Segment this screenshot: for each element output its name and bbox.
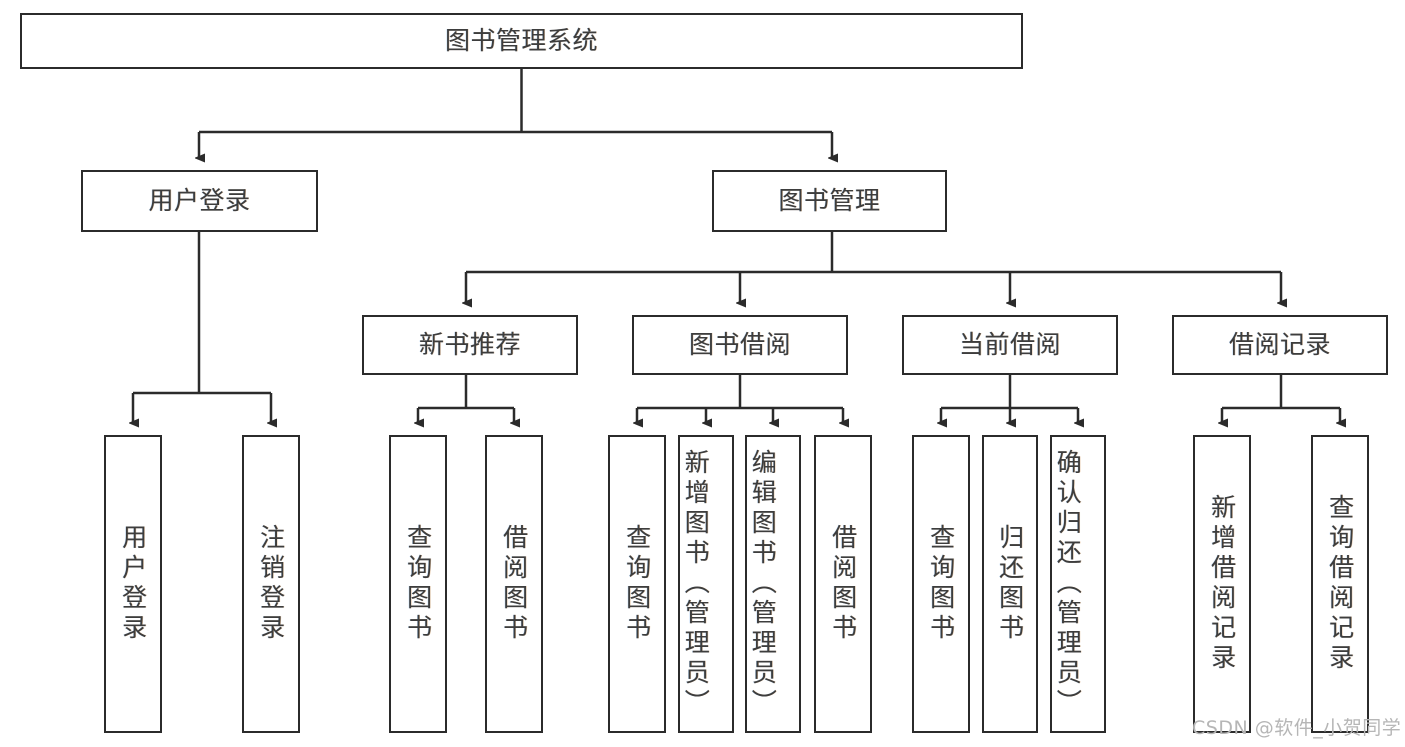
- node-label: 图书管理系统: [444, 26, 598, 56]
- leaf-add-borrow-record[interactable]: 新增借阅记录: [1193, 435, 1251, 733]
- node-label: 借阅图书: [499, 524, 529, 644]
- node-label: 查询图书: [403, 524, 433, 644]
- node-label: 编辑图书（管理员）: [748, 449, 778, 719]
- node-new-book-recommendation[interactable]: 新书推荐: [362, 315, 578, 375]
- leaf-return-books[interactable]: 归还图书: [982, 435, 1038, 733]
- node-label: 借阅记录: [1228, 330, 1331, 360]
- node-label: 注销登录: [256, 524, 286, 644]
- node-root-book-management-system[interactable]: 图书管理系统: [20, 13, 1023, 69]
- node-borrowing-records[interactable]: 借阅记录: [1172, 315, 1388, 375]
- node-book-borrowing[interactable]: 图书借阅: [632, 315, 848, 375]
- leaf-query-books-current[interactable]: 查询图书: [912, 435, 970, 733]
- node-label: 用户登录: [148, 186, 251, 216]
- leaf-add-book-admin[interactable]: 新增图书（管理员）: [678, 435, 734, 733]
- node-label: 查询图书: [926, 524, 956, 644]
- node-label: 新增借阅记录: [1207, 494, 1237, 674]
- node-label: 确认归还（管理员）: [1053, 449, 1083, 719]
- node-label: 新增图书（管理员）: [681, 449, 711, 719]
- node-label: 图书管理: [778, 186, 881, 216]
- node-current-borrowing[interactable]: 当前借阅: [902, 315, 1118, 375]
- node-label: 查询借阅记录: [1325, 494, 1355, 674]
- leaf-query-books-recommend[interactable]: 查询图书: [389, 435, 447, 733]
- leaf-query-books-borrow[interactable]: 查询图书: [608, 435, 666, 733]
- leaf-user-login[interactable]: 用户登录: [104, 435, 162, 733]
- node-book-management[interactable]: 图书管理: [712, 170, 947, 232]
- node-label: 图书借阅: [688, 330, 791, 360]
- node-label: 当前借阅: [958, 330, 1061, 360]
- leaf-borrow-books[interactable]: 借阅图书: [814, 435, 872, 733]
- leaf-logout[interactable]: 注销登录: [242, 435, 300, 733]
- node-label: 查询图书: [622, 524, 652, 644]
- node-label: 用户登录: [118, 524, 148, 644]
- node-label: 归还图书: [995, 524, 1025, 644]
- node-label: 新书推荐: [418, 330, 521, 360]
- leaf-query-borrow-record[interactable]: 查询借阅记录: [1311, 435, 1369, 733]
- node-label: 借阅图书: [828, 524, 858, 644]
- leaf-edit-book-admin[interactable]: 编辑图书（管理员）: [745, 435, 801, 733]
- leaf-borrow-books-recommend[interactable]: 借阅图书: [485, 435, 543, 733]
- node-user-login[interactable]: 用户登录: [81, 170, 318, 232]
- leaf-confirm-return-admin[interactable]: 确认归还（管理员）: [1050, 435, 1106, 733]
- csdn-watermark: CSDN @软件_小贺同学: [1192, 717, 1402, 739]
